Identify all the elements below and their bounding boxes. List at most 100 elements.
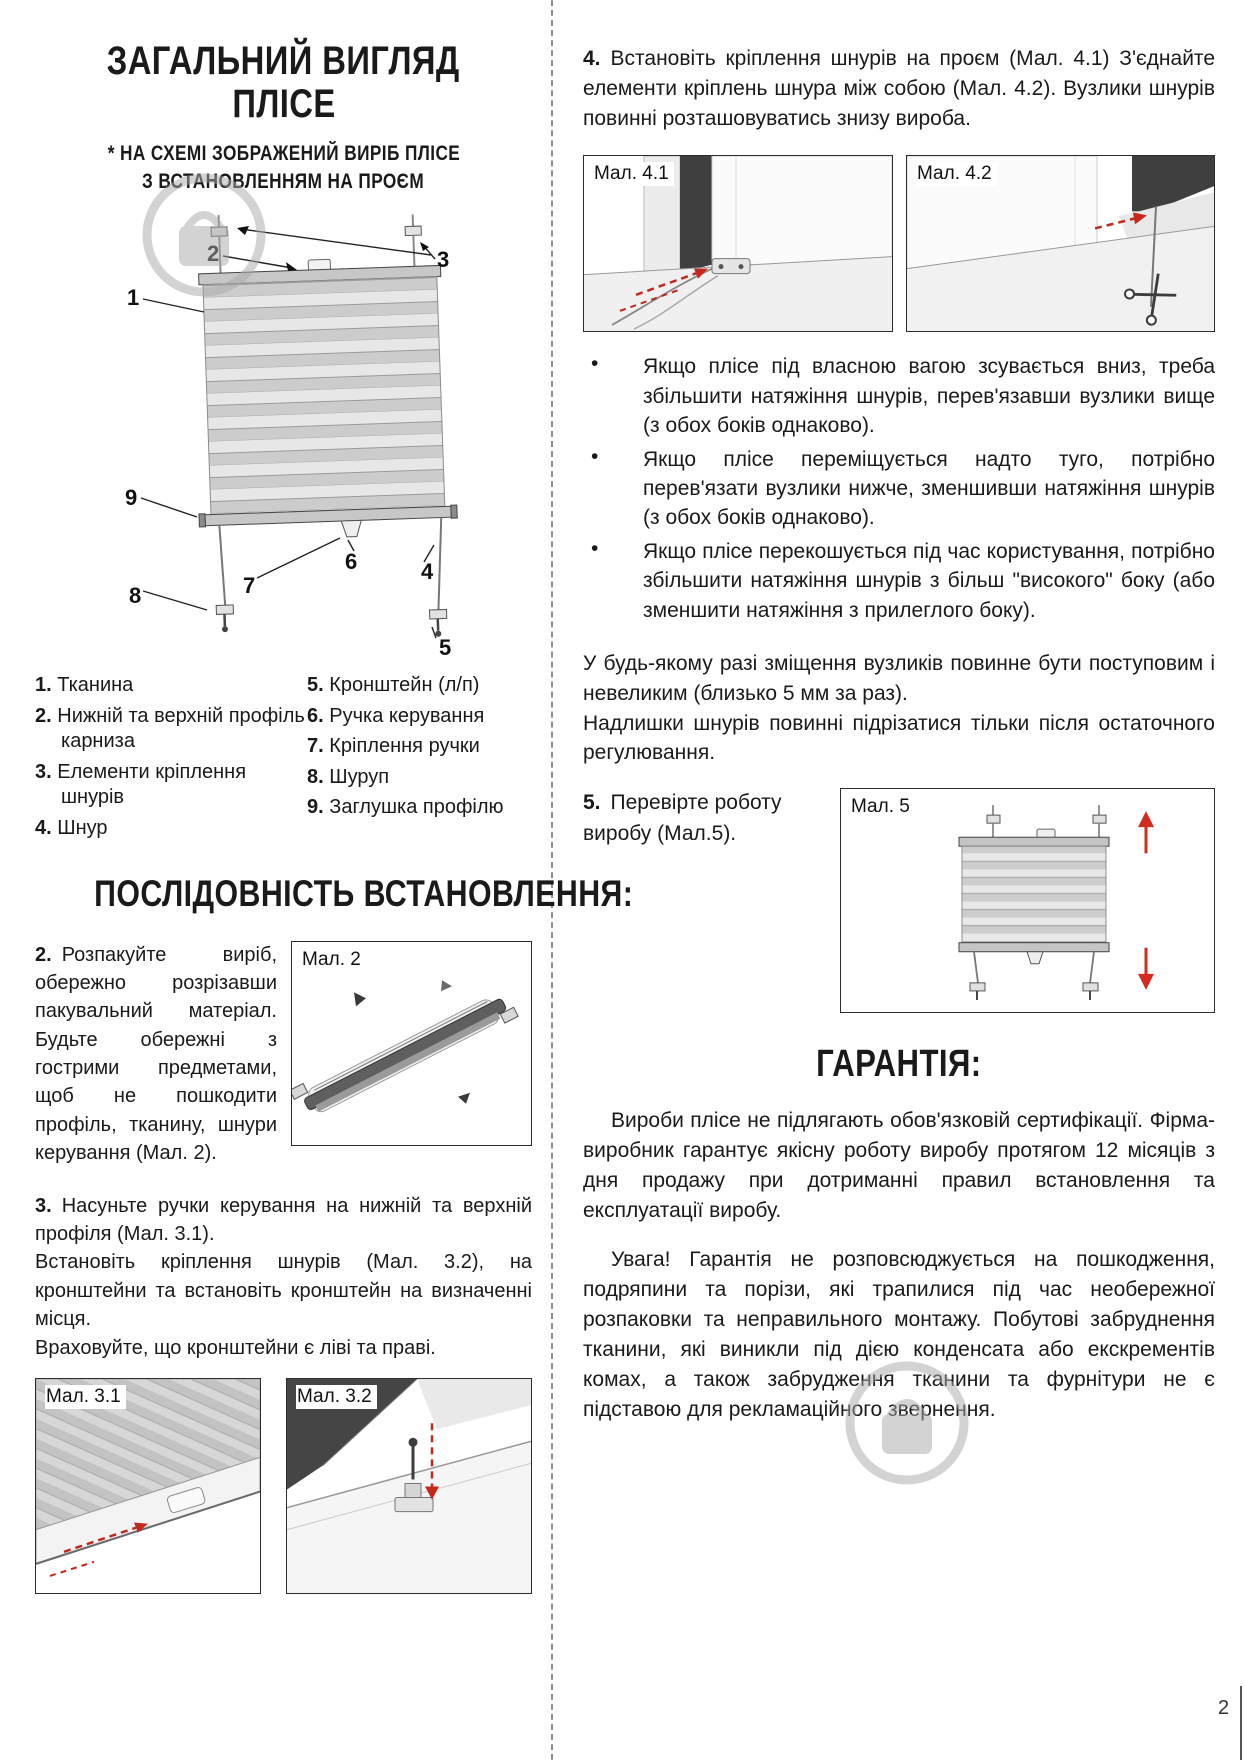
sequence-heading: ПОСЛІДОВНІСТЬ ВСТАНОВЛЕННЯ: [35, 873, 633, 915]
step4-number: 4. [583, 47, 601, 70]
callout-4: 4 [421, 559, 434, 584]
legend-label: Тканина [57, 673, 134, 696]
page-subtitle: * НА СХЕМІ ЗОБРАЖЕНИЙ ВИРІБ ПЛІСЕ З ВСТА… [35, 140, 532, 195]
step2-section: 2.Розпакуйте виріб, обережно розрізавши … [35, 940, 532, 1168]
warranty-heading: ГАРАНТІЯ: [583, 1043, 1215, 1086]
step2-number: 2. [35, 943, 52, 966]
watermark-logo [845, 1361, 969, 1485]
bullet-marker: • [591, 352, 599, 376]
watermark-logo [142, 173, 266, 297]
legend-item-2: 2. Нижній та верхній профіль карниза [35, 704, 307, 755]
legend-label: Ручка керування [329, 704, 485, 727]
column-divider [551, 0, 553, 1760]
step4-body: Встановіть кріплення шнурів на проєм (Ма… [583, 47, 1215, 130]
step5-number: 5. [583, 791, 601, 815]
step2-body: Розпакуйте виріб, обережно розрізавши па… [35, 943, 277, 1165]
figures-4-row: Мал. 4.1 [583, 155, 1215, 333]
legend-item-6: 6. Ручка керування [307, 704, 525, 730]
legend-num: 7. [307, 735, 324, 758]
legend-label: Нижній та верхній профіль карниза [57, 704, 305, 753]
figure-3-2-label: Мал. 3.2 [296, 1385, 377, 1409]
callout-6: 6 [345, 549, 357, 574]
page-title: ЗАГАЛЬНИЙ ВИГЛЯД ПЛІСЕ [35, 39, 532, 127]
legend-item-8: 8. Шуруп [307, 765, 525, 791]
bullet-item: • Якщо плісе переміщується надто туго, п… [583, 445, 1215, 533]
page-number: 2 [1218, 1697, 1230, 1719]
figure-2-drawing [292, 979, 519, 1112]
legend-item-5: 5. Кронштейн (л/п) [307, 673, 525, 699]
bullet-marker: • [591, 444, 599, 468]
diagram-legend: 1. Тканина 2. Нижній та верхній профіль … [35, 673, 532, 847]
legend-label: Кронштейн (л/п) [329, 673, 480, 696]
step5-body: Перевірте роботу виробу (Мал.5). [583, 791, 782, 845]
legend-num: 8. [307, 765, 324, 788]
legend-label: Елементи кріплення шнурів [57, 760, 247, 809]
step2-text: 2.Розпакуйте виріб, обережно розрізавши … [35, 941, 277, 1168]
step3-p3: Враховуйте, що кронштейни є ліві та прав… [35, 1336, 436, 1359]
figure-4-1: Мал. 4.1 [583, 155, 893, 333]
step3-p1: 3.Насуньте ручки керування на нижній та … [35, 1192, 532, 1249]
legend-num: 5. [307, 673, 324, 696]
page-edge-line [1240, 1686, 1242, 1760]
figure-3-1-label: Мал. 3.1 [45, 1385, 126, 1409]
warranty-heading-text: ГАРАНТІЯ: [816, 1043, 982, 1086]
figure-4-2: Мал. 4.2 [906, 155, 1215, 333]
legend-num: 6. [307, 704, 324, 727]
callout-9: 9 [125, 485, 137, 510]
step3-section: 3.Насуньте ручки керування на нижній та … [35, 1192, 532, 1362]
warranty-paragraph-2: Увага! Гарантія не розповсюджується на п… [583, 1248, 1215, 1421]
figure-4-2-label: Мал. 4.2 [916, 162, 997, 187]
legend-num: 3. [35, 760, 52, 783]
legend-num: 9. [307, 796, 324, 819]
legend-item-9: 9. Заглушка профілю [307, 795, 525, 821]
figure-4-1-label: Мал. 4.1 [593, 162, 674, 187]
legend-item-3: 3. Елементи кріплення шнурів [35, 760, 307, 811]
title-line2: ПЛІСЕ [231, 82, 336, 127]
figure-3-1-drawing [36, 1379, 260, 1577]
bullet-item: • Якщо плісе під власною вагою зсуваєтьс… [583, 352, 1215, 440]
bullet-item: • Якщо плісе перекошується під час корис… [583, 537, 1215, 625]
figure-5: Мал. 5 [840, 788, 1215, 1014]
bullet-text: Якщо плісе переміщується надто туго, пот… [643, 447, 1215, 530]
figure-3-2-drawing [287, 1379, 531, 1593]
pleated-blind-diagram: 1 2 3 4 5 6 7 8 9 [125, 214, 458, 660]
legend-num: 2. [35, 704, 52, 727]
subtitle-line1: * НА СХЕМІ ЗОБРАЖЕНИЙ ВИРІБ ПЛІСЕ [107, 142, 460, 166]
legend-label: Шуруп [329, 765, 390, 788]
legend-label: Заглушка профілю [329, 796, 504, 819]
figure-3-1: Мал. 3.1 [35, 1378, 261, 1594]
bullet-text: Якщо плісе перекошується під час користу… [643, 539, 1215, 622]
adjustment-note: У будь-якому разі зміщення вузликів пови… [583, 649, 1215, 768]
legend-column-1: 1. Тканина 2. Нижній та верхній профіль … [35, 673, 307, 847]
figure-3-2: Мал. 3.2 [286, 1378, 532, 1594]
legend-column-2: 5. Кронштейн (л/п) 6. Ручка керування 7.… [307, 673, 525, 847]
callout-1: 1 [127, 285, 139, 310]
left-column: ЗАГАЛЬНИЙ ВИГЛЯД ПЛІСЕ * НА СХЕМІ ЗОБРАЖ… [35, 39, 633, 1594]
sequence-heading-text: ПОСЛІДОВНІСТЬ ВСТАНОВЛЕННЯ: [94, 872, 634, 914]
figure-5-label: Мал. 5 [850, 795, 915, 820]
figure-4-2-drawing [907, 156, 1214, 332]
step3-p1-text: Насуньте ручки керування на нижній та ве… [35, 1194, 532, 1246]
step3-number: 3. [35, 1194, 52, 1217]
step3-p2: Встановіть кріплення шнурів (Мал. 3.2), … [35, 1251, 532, 1331]
arrow-up-icon [1138, 811, 1154, 854]
step4-section: 4.Встановіть кріплення шнурів на проєм (… [583, 44, 1215, 133]
legend-label: Кріплення ручки [329, 735, 480, 758]
legend-num: 4. [35, 816, 52, 839]
note-p2: Надлишки шнурів повинні підрізатися тіль… [583, 711, 1215, 765]
step5-section: 5.Перевірте роботу виробу (Мал.5). Мал. … [583, 788, 1215, 1014]
legend-num: 1. [35, 673, 52, 696]
arrow-down-icon [1138, 947, 1154, 991]
legend-item-7: 7. Кріплення ручки [307, 734, 525, 760]
figure-4-1-drawing [584, 156, 892, 332]
legend-label: Шнур [57, 816, 108, 839]
bullet-text: Якщо плісе під власною вагою зсувається … [643, 355, 1215, 438]
figure-2-label: Мал. 2 [301, 947, 366, 972]
right-column: 4.Встановіть кріплення шнурів на проєм (… [583, 44, 1215, 1424]
bullet-marker: • [591, 536, 599, 560]
callout-7: 7 [243, 573, 255, 598]
step5-text: 5.Перевірте роботу виробу (Мал.5). [583, 788, 828, 1013]
warranty-paragraph-1: Вироби плісе не підлягають обов'язковій … [583, 1109, 1215, 1222]
legend-item-4: 4. Шнур [35, 816, 307, 842]
